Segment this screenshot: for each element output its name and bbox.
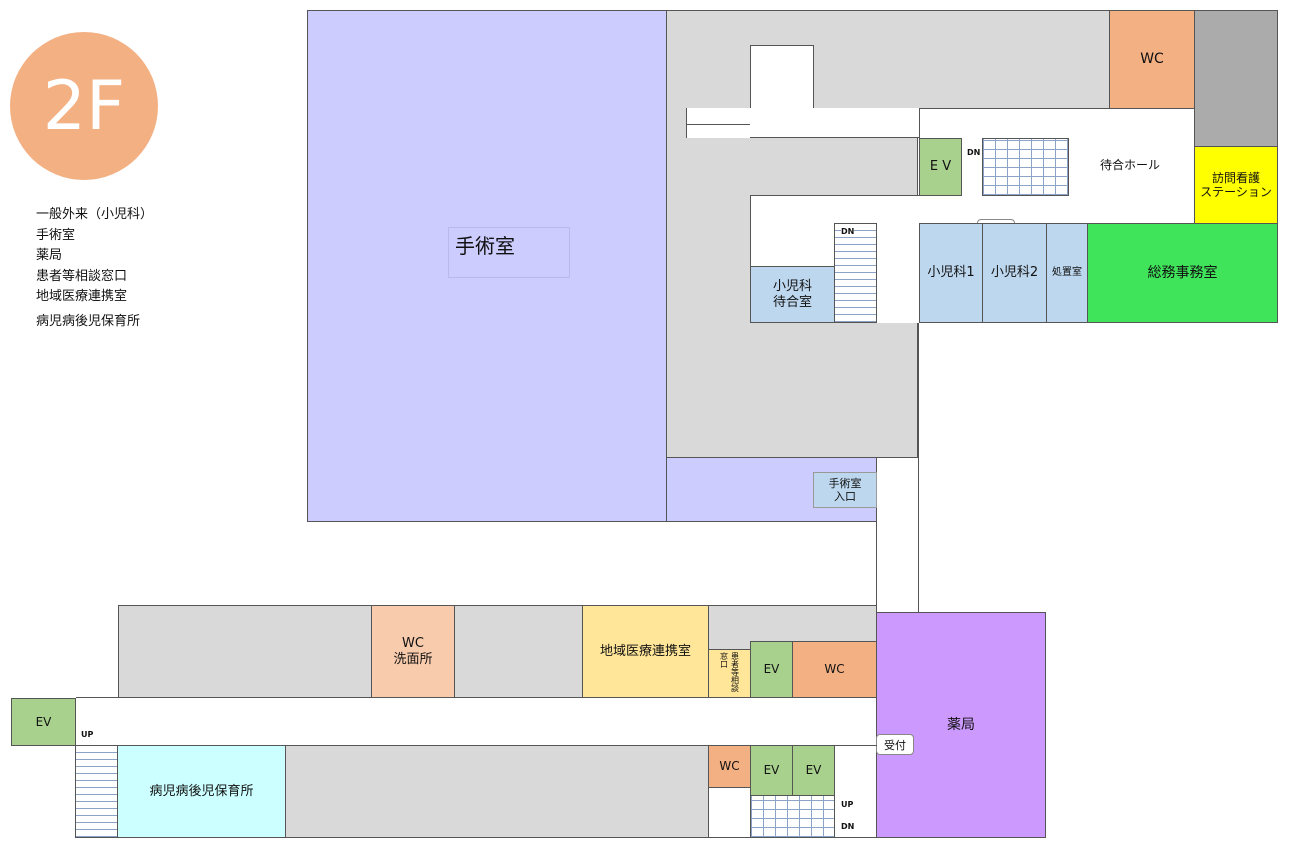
legend-item-childcare: 病児病後児保育所 — [36, 313, 141, 329]
corridor-line-left — [876, 522, 877, 606]
lower-corridor-top — [76, 697, 876, 698]
elevator-top[interactable]: E V — [919, 138, 962, 196]
wc-washroom-label: WC 洗面所 — [393, 635, 433, 667]
lower-corridor-bottom — [76, 745, 876, 746]
bottom-service-area — [285, 745, 709, 838]
stairs-bottom[interactable] — [750, 795, 835, 838]
wc-top[interactable]: WC — [1109, 10, 1195, 109]
surgery-entrance[interactable]: 手術室 入口 — [813, 472, 877, 508]
stair-bottom-dn-text: DN — [841, 822, 855, 831]
elevator-bottom-1-label: EV — [763, 763, 780, 778]
pediatrics-room-2[interactable]: 小児科2 — [982, 223, 1047, 323]
community-medical-office[interactable]: 地域医療連携室 — [582, 605, 709, 698]
legend-item-surgery: 手術室 — [36, 227, 76, 243]
elevator-bottom-2-label: EV — [805, 763, 822, 778]
elevator-mid-label: EV — [763, 662, 780, 677]
childcare-label: 病児病後児保育所 — [149, 783, 254, 799]
nursing-station-label: 訪問看護 ステーション — [1200, 170, 1272, 199]
floor-badge: 2F — [10, 32, 158, 180]
stair-left-up-text: UP — [81, 730, 94, 739]
wc-mid-label: WC — [824, 662, 845, 677]
stair-mid-dn-text: DN — [841, 227, 855, 236]
pediatrics-room-1[interactable]: 小児科1 — [919, 223, 983, 323]
legend-item-pharmacy: 薬局 — [36, 248, 63, 263]
floor-label: 2F — [42, 66, 126, 146]
stairs-mid[interactable] — [834, 223, 877, 323]
surgery-room[interactable] — [307, 10, 667, 522]
elevator-mid[interactable]: EV — [750, 641, 793, 698]
bottom-right-edge — [834, 745, 877, 838]
elevator-left[interactable]: EV — [11, 698, 76, 746]
stairs-top[interactable] — [982, 138, 1069, 196]
reception-bottom-tag[interactable]: 受付 — [876, 734, 914, 755]
surgery-entrance-label: 手術室 入口 — [828, 476, 862, 503]
general-affairs-office[interactable]: 総務事務室 — [1087, 223, 1278, 323]
wc-mid[interactable]: WC — [792, 641, 877, 698]
legend-item-consult: 患者等相談窓口 — [36, 268, 128, 284]
surgery-room-label: 手術室 — [455, 234, 515, 258]
legend: 一般外来（小児科） 手術室 薬局 患者等相談窓口 地域医療連携室 病児病後児保育… — [36, 205, 153, 332]
childcare-room[interactable]: 病児病後児保育所 — [117, 745, 286, 838]
pediatric-waiting-room[interactable]: 小児科 待合室 — [750, 266, 835, 323]
pharmacy[interactable]: 薬局 — [876, 612, 1046, 838]
pharmacy-label: 薬局 — [947, 716, 975, 733]
pediatric-waiting-label: 小児科 待合室 — [772, 278, 812, 310]
waiting-hall-label: 待合ホール — [1099, 157, 1160, 172]
pediatrics-room-2-label: 小児科2 — [990, 265, 1039, 281]
elevator-top-label: E V — [929, 159, 952, 175]
bottom-utility — [708, 787, 751, 838]
wc-bottom-label: WC — [719, 759, 740, 774]
elevator-left-label: EV — [35, 714, 52, 729]
surgery-room-label-box — [448, 227, 570, 278]
legend-item-community: 地域医療連携室 — [36, 289, 128, 304]
reception-bottom-label: 受付 — [884, 738, 906, 752]
treatment-room-label: 処置室 — [1052, 267, 1082, 278]
wc-top-label: WC — [1140, 51, 1164, 68]
general-affairs-label: 総務事務室 — [1147, 264, 1218, 281]
upper-service-area — [666, 10, 1111, 109]
service-corridor-slot-top — [686, 124, 750, 138]
elevator-bottom-1[interactable]: EV — [750, 745, 793, 796]
wc-bottom[interactable]: WC — [708, 745, 751, 788]
corridor-line-right — [918, 323, 919, 736]
stair-bottom-up-text: UP — [841, 800, 854, 809]
consult-window-label: 患者等相談窓口 — [719, 651, 740, 692]
consult-window[interactable]: 患者等相談窓口 — [708, 649, 751, 698]
treatment-room[interactable]: 処置室 — [1046, 223, 1088, 323]
wc-washroom[interactable]: WC 洗面所 — [371, 605, 455, 698]
nursing-station[interactable]: 訪問看護 ステーション — [1194, 146, 1278, 224]
legend-item-pediatric-outpatient: 一般外来（小児科） — [36, 207, 154, 222]
stair-top-dn-text: DN — [967, 148, 981, 157]
stairs-left[interactable] — [75, 745, 118, 838]
mechanical-room — [1194, 10, 1278, 147]
elevator-bottom-2[interactable]: EV — [792, 745, 835, 796]
service-notch — [750, 45, 814, 110]
community-medical-label: 地域医療連携室 — [599, 643, 691, 659]
pediatrics-room-1-label: 小児科1 — [927, 265, 975, 281]
